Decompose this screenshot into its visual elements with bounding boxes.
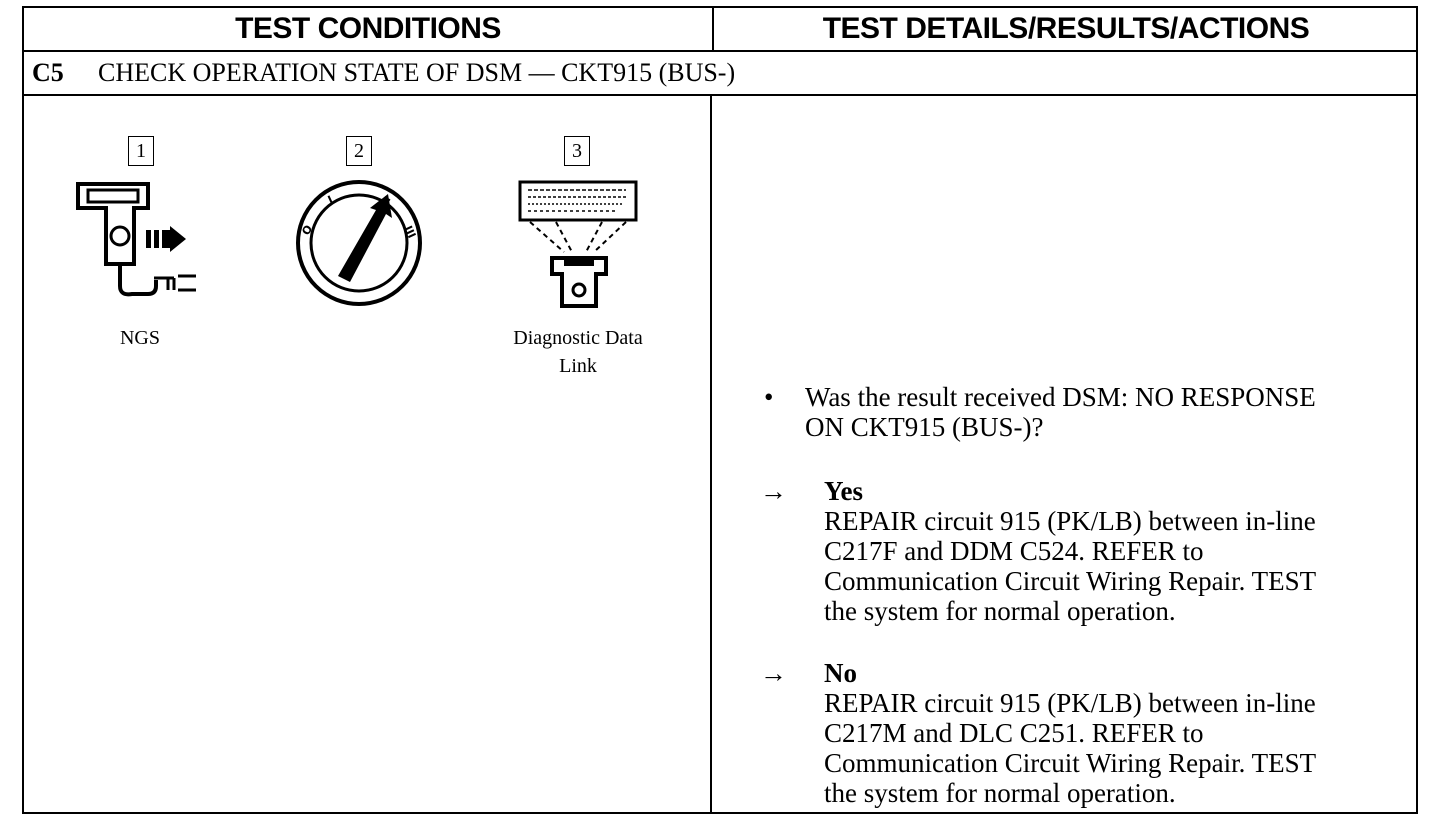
answer-yes-title: Yes <box>824 476 863 506</box>
step-title: CHECK OPERATION STATE OF DSM — CKT915 (B… <box>98 58 736 87</box>
question-line-2: ON CKT915 (BUS-)? <box>805 412 1044 442</box>
step-id: C5 <box>32 58 64 87</box>
arrow-icon: → <box>760 658 787 688</box>
condition-number-2: 2 <box>346 136 372 166</box>
question: • Was the result received DSM: NO RESPON… <box>764 382 1404 442</box>
answer-yes-line: REPAIR circuit 915 (PK/LB) between in-li… <box>824 506 1316 536</box>
switch-label-acc: I <box>326 193 335 207</box>
header-test-conditions: TEST CONDITIONS <box>235 12 501 45</box>
step-row: C5 CHECK OPERATION STATE OF DSM — CKT915… <box>24 52 1416 94</box>
answer-no: → No REPAIR circuit 915 (PK/LB) between … <box>760 658 1410 808</box>
question-bullet: • <box>764 382 774 412</box>
column-divider <box>710 96 712 814</box>
answer-no-line: the system for normal operation. <box>824 778 1176 808</box>
condition-caption-ngs: NGS <box>119 327 160 349</box>
diagnostic-data-link-icon <box>518 180 638 308</box>
answer-no-title: No <box>824 658 857 688</box>
answer-yes-line: the system for normal operation. <box>824 596 1176 626</box>
answer-no-line: Communication Circuit Wiring Repair. TES… <box>824 748 1317 778</box>
answer-yes: → Yes REPAIR circuit 915 (PK/LB) between… <box>760 476 1410 626</box>
ngs-tester-icon <box>76 182 196 297</box>
condition-caption-ddl: Diagnostic Data Link <box>513 327 643 377</box>
header-divider <box>712 8 714 50</box>
question-line-1: Was the result received DSM: NO RESPONSE <box>805 382 1316 412</box>
arrow-icon: → <box>760 476 787 506</box>
condition-number-1: 1 <box>128 136 154 166</box>
answer-yes-line: C217F and DDM C524. REFER to <box>824 536 1204 566</box>
switch-label-start: III <box>401 224 418 241</box>
answer-yes-line: Communication Circuit Wiring Repair. TES… <box>824 566 1317 596</box>
header-test-details: TEST DETAILS/RESULTS/ACTIONS <box>822 12 1310 45</box>
header-rule <box>24 50 1416 52</box>
answer-no-line: REPAIR circuit 915 (PK/LB) between in-li… <box>824 688 1316 718</box>
answer-no-line: C217M and DLC C251. REFER to <box>824 718 1204 748</box>
step-rule <box>24 94 1416 96</box>
condition-number-3: 3 <box>564 136 590 166</box>
ignition-switch-icon: O I II III <box>296 180 422 306</box>
test-table: TEST CONDITIONS TEST DETAILS/RESULTS/ACT… <box>22 6 1418 814</box>
